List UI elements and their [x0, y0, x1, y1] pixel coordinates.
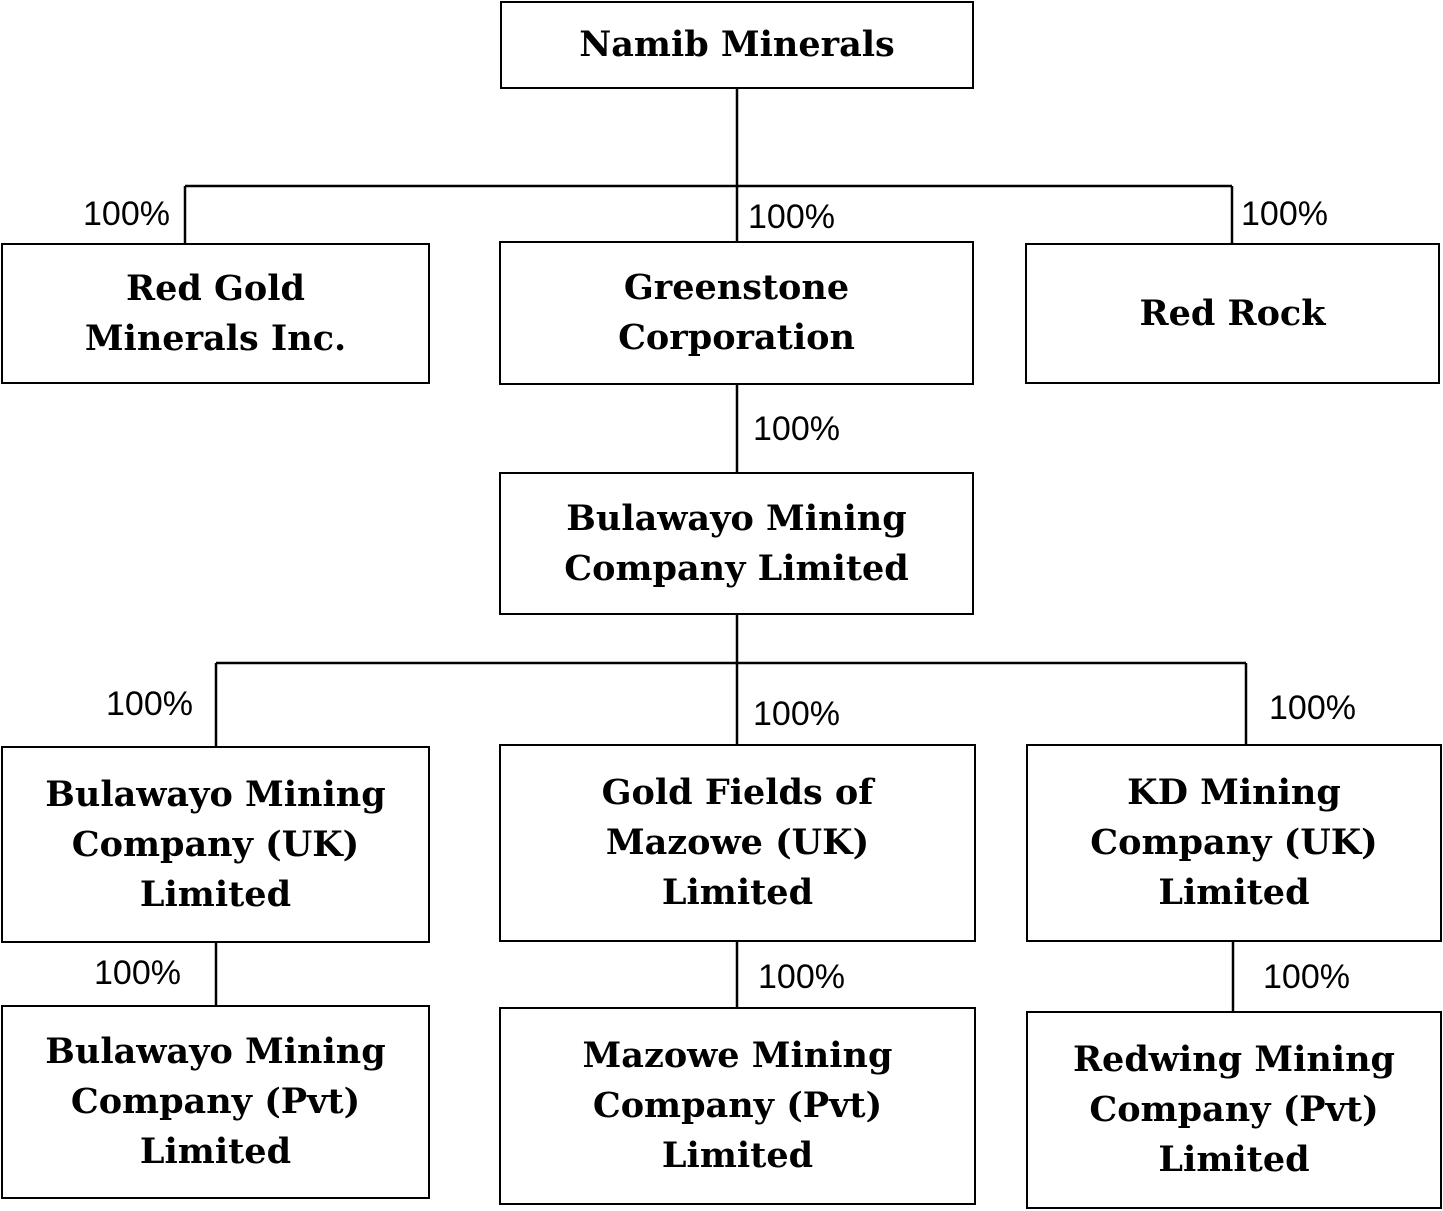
label-bulawayo-mining-uk: Bulawayo Mining Company (UK) Limited: [45, 773, 386, 915]
pct-bulawayo-pvt: 100%: [94, 954, 181, 992]
box-bulawayo-mining-company: Bulawayo Mining Company Limited: [499, 472, 974, 615]
label-mazowe-mining-pvt: Mazowe Mining Company (Pvt) Limited: [582, 1035, 893, 1176]
box-bulawayo-mining-uk: Bulawayo Mining Company (UK) Limited: [1, 746, 430, 943]
label-red-rock: Red Rock: [1139, 292, 1326, 334]
box-namib-minerals: Namib Minerals: [500, 1, 974, 89]
label-bulawayo-mining-pvt: Bulawayo Mining Company (Pvt) Limited: [45, 1031, 386, 1172]
label-greenstone-corporation: Greenstone Corporation: [618, 267, 855, 358]
box-mazowe-mining-pvt: Mazowe Mining Company (Pvt) Limited: [499, 1007, 976, 1205]
box-red-gold-minerals: Red Gold Minerals Inc.: [1, 243, 430, 384]
pct-redwing-pvt: 100%: [1263, 958, 1350, 996]
pct-greenstone: 100%: [748, 198, 835, 236]
box-bulawayo-mining-pvt: Bulawayo Mining Company (Pvt) Limited: [1, 1005, 430, 1199]
label-gold-fields-mazowe-uk: Gold Fields of Mazowe (UK) Limited: [601, 772, 874, 913]
pct-red-gold: 100%: [83, 195, 170, 233]
box-redwing-mining-pvt: Redwing Mining Company (Pvt) Limited: [1026, 1011, 1442, 1209]
box-greenstone-corporation: Greenstone Corporation: [499, 241, 974, 385]
label-bulawayo-mining-company: Bulawayo Mining Company Limited: [564, 497, 909, 589]
pct-mazowe-pvt: 100%: [758, 958, 845, 996]
box-red-rock: Red Rock: [1025, 243, 1440, 384]
pct-bulawayo-mining: 100%: [753, 410, 840, 448]
label-redwing-mining-pvt: Redwing Mining Company (Pvt) Limited: [1072, 1039, 1396, 1180]
pct-gold-fields-uk: 100%: [753, 695, 840, 733]
pct-bulawayo-uk: 100%: [106, 685, 193, 723]
label-namib-minerals: Namib Minerals: [579, 24, 895, 65]
box-kd-mining-uk: KD Mining Company (UK) Limited: [1026, 744, 1442, 942]
label-kd-mining-uk: KD Mining Company (UK) Limited: [1090, 772, 1378, 913]
pct-red-rock: 100%: [1241, 195, 1328, 233]
label-red-gold-minerals: Red Gold Minerals Inc.: [84, 267, 347, 359]
box-gold-fields-mazowe-uk: Gold Fields of Mazowe (UK) Limited: [499, 744, 976, 942]
pct-kd-mining-uk: 100%: [1269, 689, 1356, 727]
